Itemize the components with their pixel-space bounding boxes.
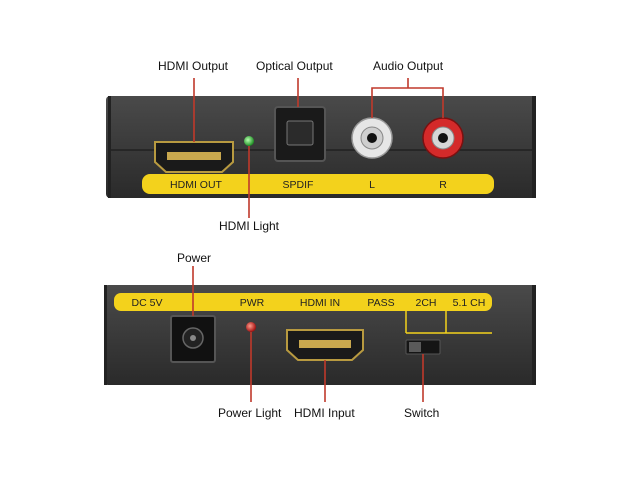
hdmi-led-green bbox=[244, 136, 254, 146]
callout-hdmi-output: HDMI Output bbox=[158, 59, 229, 73]
callout-switch: Switch bbox=[404, 406, 440, 420]
strip-label-hdmi-out: HDMI OUT bbox=[170, 179, 222, 191]
callout-optical-output: Optical Output bbox=[256, 59, 333, 73]
dc-power-jack bbox=[170, 315, 216, 363]
strip-label-2ch: 2CH bbox=[415, 297, 436, 309]
optical-output-port bbox=[274, 106, 326, 162]
strip-label-pwr: PWR bbox=[240, 297, 265, 309]
hdmi-output-port bbox=[154, 141, 234, 173]
bottom-label-strip bbox=[114, 293, 492, 311]
callout-power-light: Power Light bbox=[218, 406, 282, 420]
power-led-red bbox=[246, 322, 256, 332]
strip-label-right: R bbox=[439, 179, 447, 191]
callout-audio-output: Audio Output bbox=[373, 59, 444, 73]
strip-label-dc5v: DC 5V bbox=[132, 297, 163, 309]
top-device-panel: HDMI OUT SPDIF L R bbox=[106, 78, 536, 218]
callout-power: Power bbox=[177, 251, 212, 265]
top-label-strip bbox=[142, 174, 494, 194]
rca-right-port bbox=[422, 117, 464, 159]
strip-label-pass: PASS bbox=[367, 297, 394, 309]
strip-label-hdmi-in: HDMI IN bbox=[300, 297, 340, 309]
bottom-device-panel: DC 5V PWR HDMI IN PASS 2CH 5.1 CH bbox=[104, 266, 536, 402]
strip-label-left: L bbox=[369, 179, 375, 191]
callout-hdmi-input: HDMI Input bbox=[294, 406, 355, 420]
mode-switch bbox=[405, 339, 441, 355]
strip-label-51ch: 5.1 CH bbox=[453, 297, 486, 309]
hdmi-input-port bbox=[286, 329, 364, 361]
strip-label-spdif: SPDIF bbox=[283, 179, 314, 191]
callout-hdmi-light: HDMI Light bbox=[219, 219, 280, 233]
rca-left-port bbox=[351, 117, 393, 159]
